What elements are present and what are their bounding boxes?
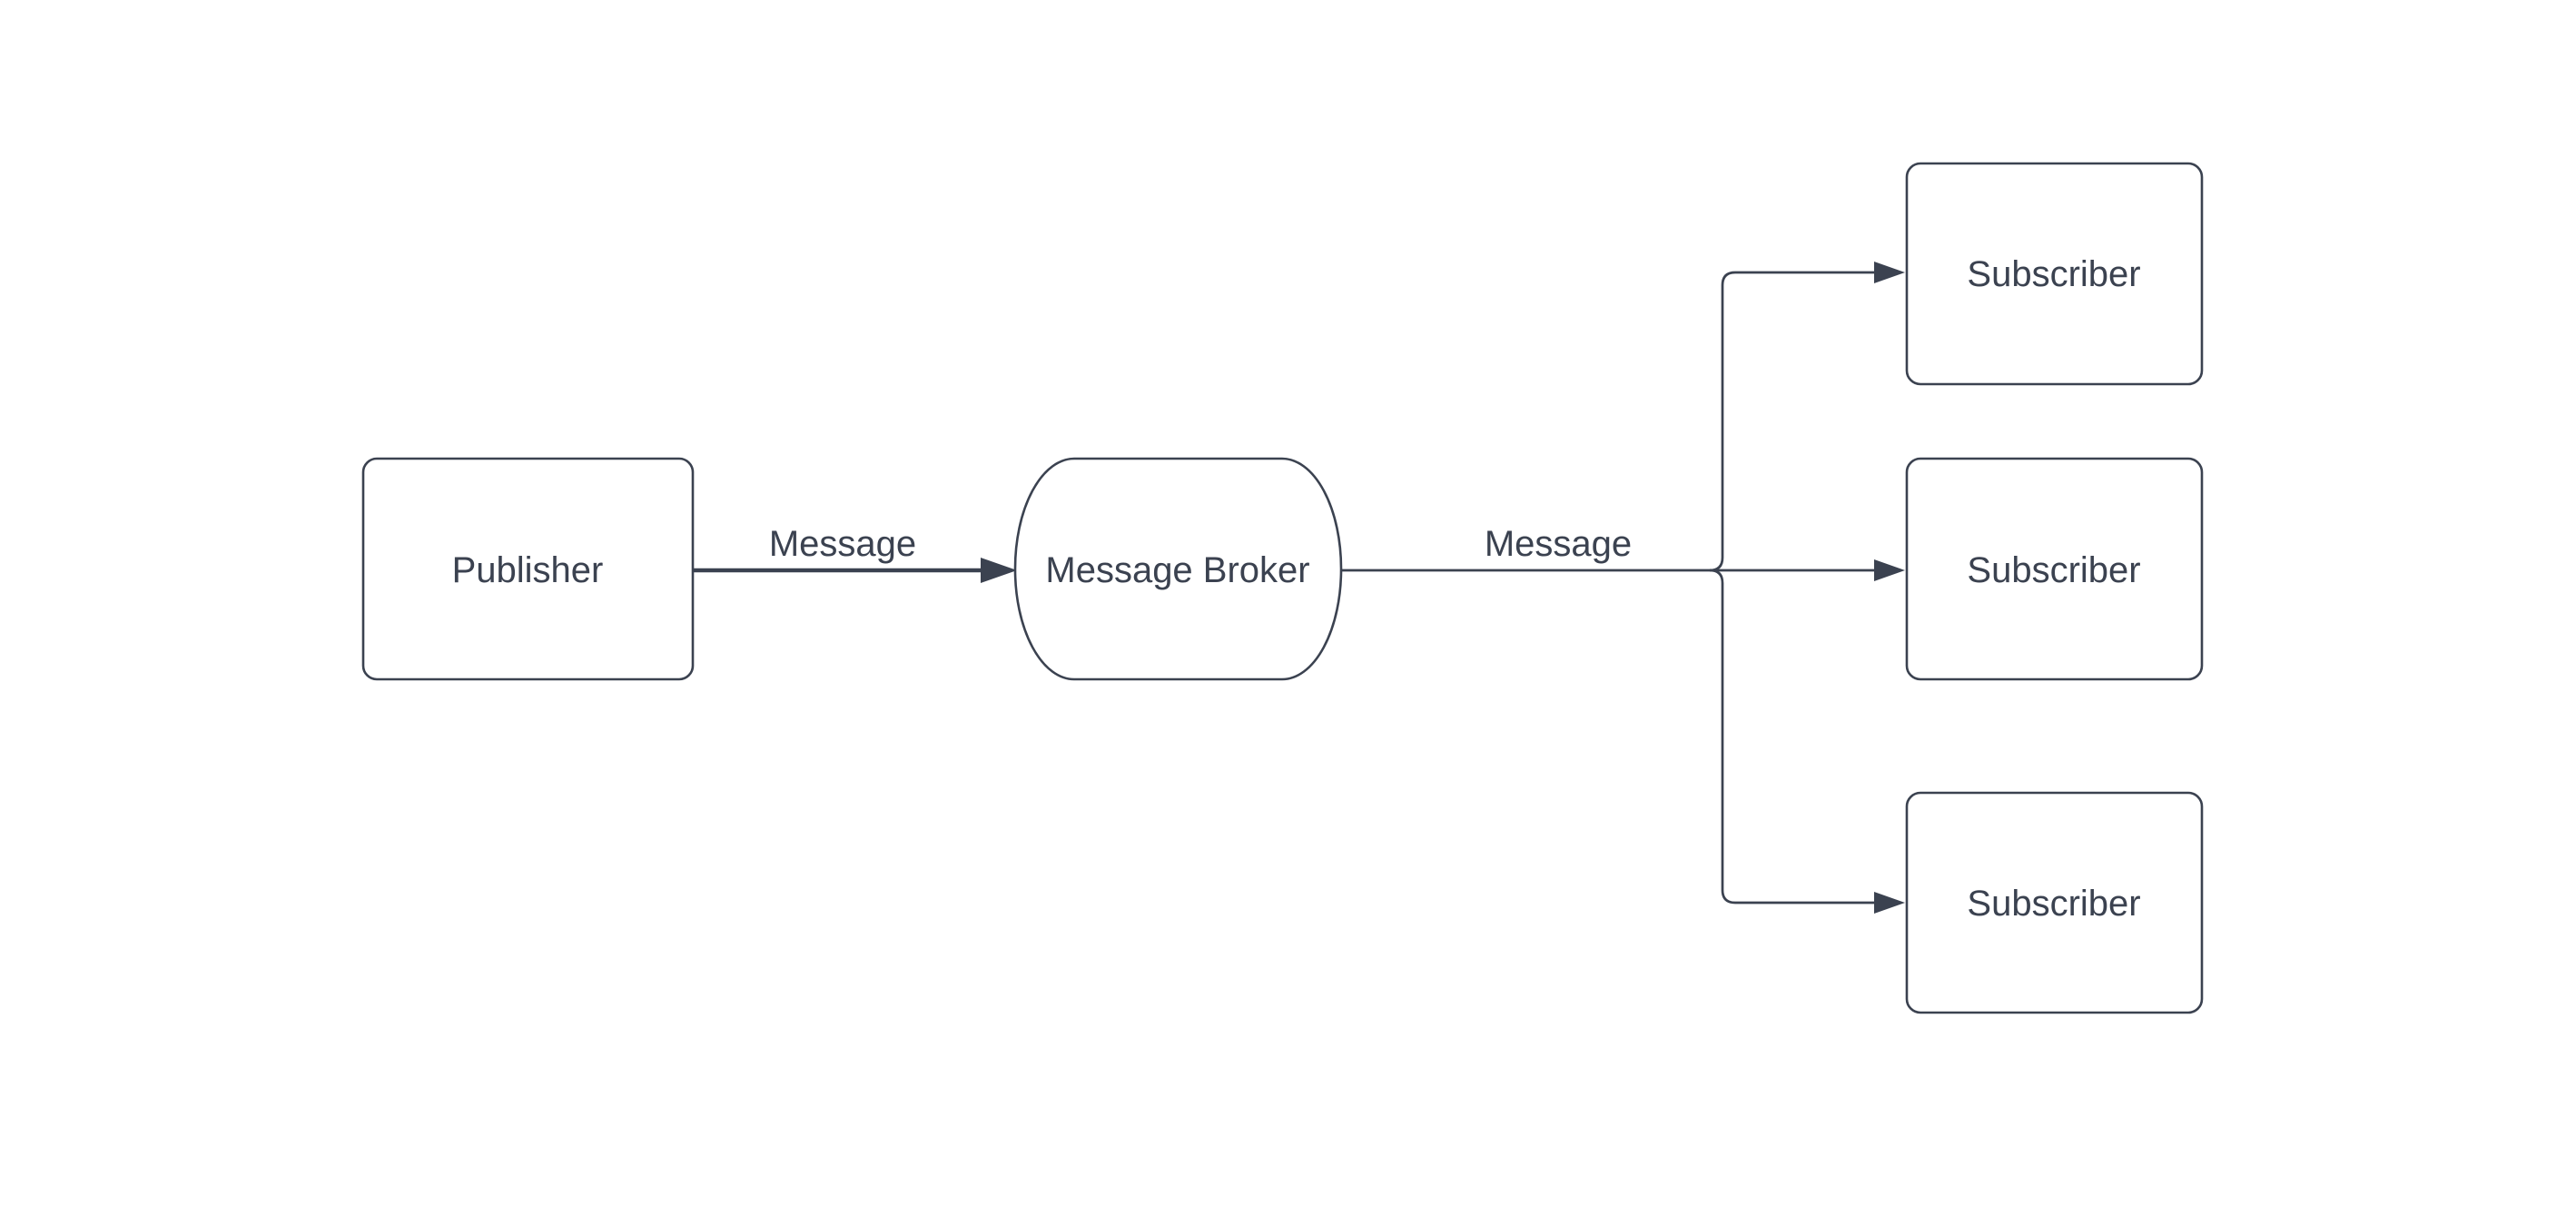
publisher-node: Publisher <box>361 457 695 681</box>
subscriber-bottom-label: Subscriber <box>1967 884 2140 924</box>
subscriber-middle-label: Subscriber <box>1967 550 2140 590</box>
subscriber-top-node: Subscriber <box>1905 162 2204 386</box>
subscriber-bottom-box <box>1905 791 2204 1014</box>
publisher-label: Publisher <box>452 550 604 590</box>
subscriber-middle-node: Subscriber <box>1905 457 2204 681</box>
edge-branch-bottom-arrowhead-icon <box>1874 892 1905 914</box>
edge-publisher-to-broker-arrowhead-icon <box>981 558 1017 583</box>
message-broker-node: Message Broker <box>1013 457 1343 681</box>
message-broker-label: Message Broker <box>1045 550 1309 590</box>
edge-publisher-to-broker: Message <box>693 524 1017 583</box>
edge-branch-top-arrowhead-icon <box>1874 262 1905 283</box>
subscriber-bottom-node: Subscriber <box>1905 791 2204 1014</box>
edge-branch-top-line <box>1709 271 1874 572</box>
edge-broker-to-subscribers: Message <box>1341 262 1905 914</box>
edge-label-message-1: Message <box>769 524 916 564</box>
edge-branch-middle-arrowhead-icon <box>1874 559 1905 581</box>
publisher-box <box>361 457 695 681</box>
edge-label-message-2: Message <box>1485 524 1632 564</box>
subscriber-top-label: Subscriber <box>1967 254 2140 294</box>
edge-branch-bottom-line <box>1709 569 1874 905</box>
message-broker-shape <box>1013 457 1343 681</box>
subscriber-top-box <box>1905 162 2204 386</box>
subscriber-middle-box <box>1905 457 2204 681</box>
